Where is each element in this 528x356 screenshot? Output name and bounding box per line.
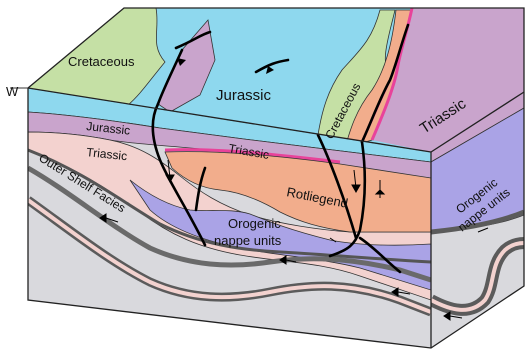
- label-orogenic-2: nappe units: [214, 233, 282, 248]
- label-jurassic-top: Jurassic: [216, 87, 272, 104]
- label-orogenic-1: Orogenic: [228, 216, 281, 231]
- label-w: W: [6, 84, 19, 99]
- label-cretaceous-top-left: Cretaceous: [68, 54, 135, 69]
